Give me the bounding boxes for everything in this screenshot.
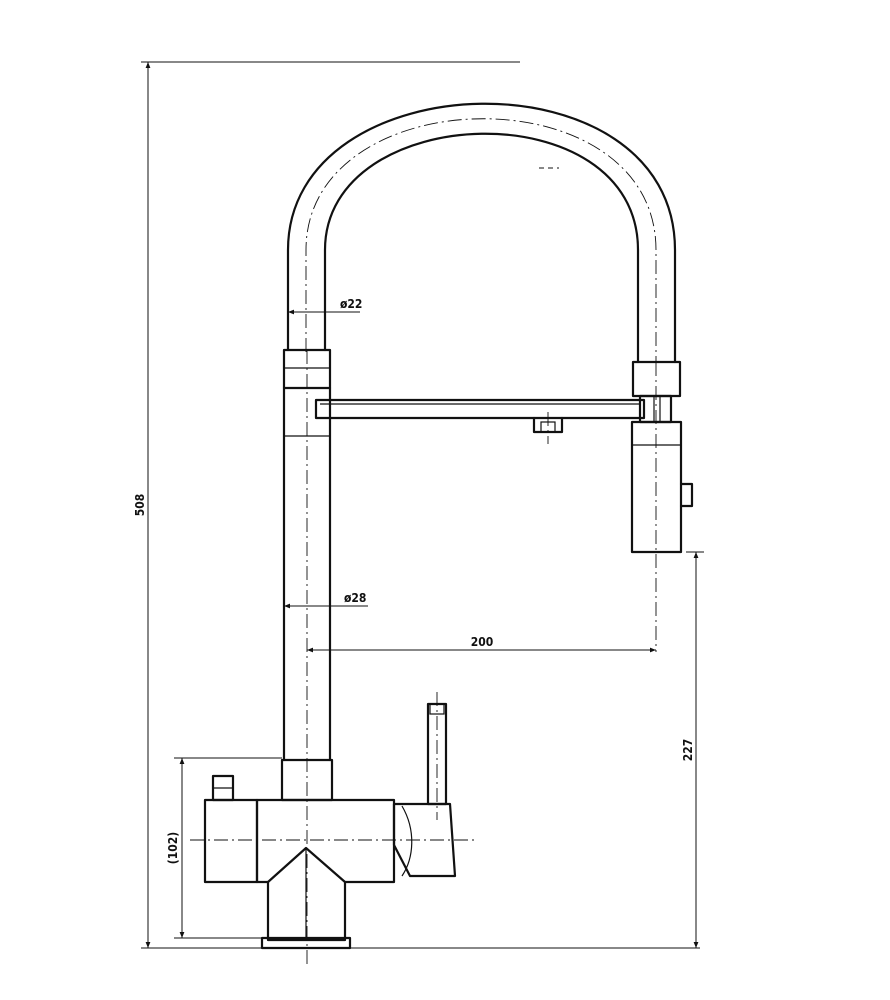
dimension-body-diameter: ø28 — [284, 591, 368, 610]
spray-head — [630, 360, 694, 652]
body-tube — [280, 350, 334, 965]
dimension-reach: 200 — [307, 635, 656, 653]
body-diameter-label: ø28 — [344, 591, 366, 605]
dimension-hose-diameter: ø22 — [288, 297, 362, 316]
reach-label: 200 — [471, 635, 494, 649]
support-arm — [314, 398, 646, 444]
hose-gooseneck — [286, 102, 677, 364]
hose-diameter-label: ø22 — [340, 297, 362, 311]
spray-height-label: 227 — [681, 739, 695, 762]
dimension-base-height: (102) — [166, 757, 282, 939]
mixer-body — [190, 692, 475, 950]
dimension-total-height: 508 — [133, 61, 700, 949]
total-height-label: 508 — [133, 494, 147, 517]
base-height-label: (102) — [166, 832, 180, 864]
dimension-spray-height: 227 — [681, 551, 704, 948]
